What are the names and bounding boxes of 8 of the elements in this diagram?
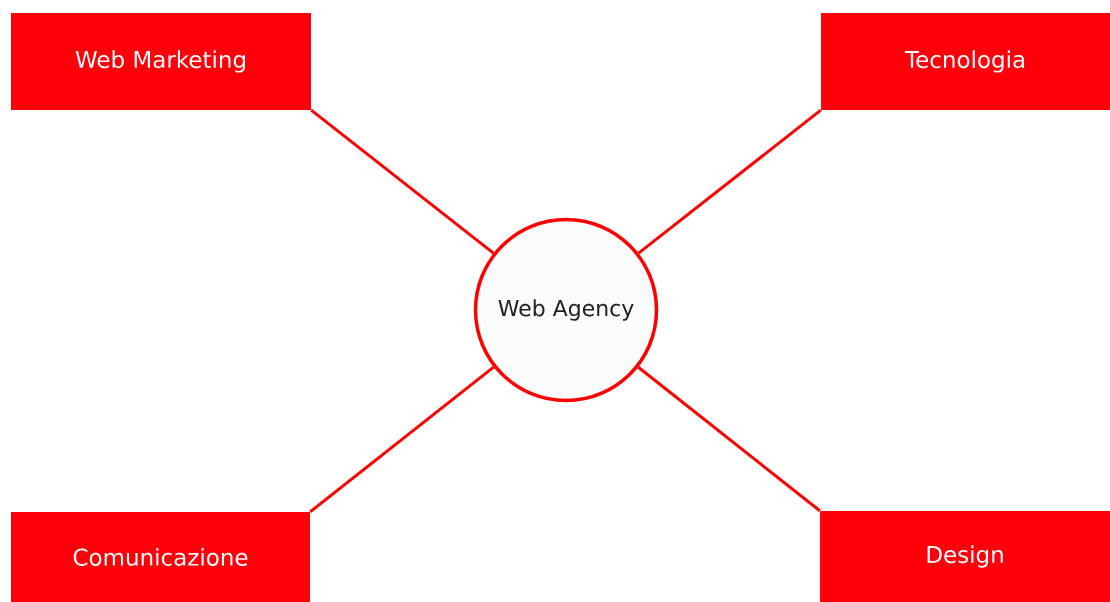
category-box: Design <box>820 511 1110 602</box>
connector-line <box>310 109 495 255</box>
connector-line <box>309 365 495 513</box>
category-box: Comunicazione <box>11 512 310 602</box>
connector-line <box>637 366 821 512</box>
category-box: Web Marketing <box>11 13 311 110</box>
category-box: Tecnologia <box>821 13 1110 110</box>
connector-line <box>637 109 822 255</box>
